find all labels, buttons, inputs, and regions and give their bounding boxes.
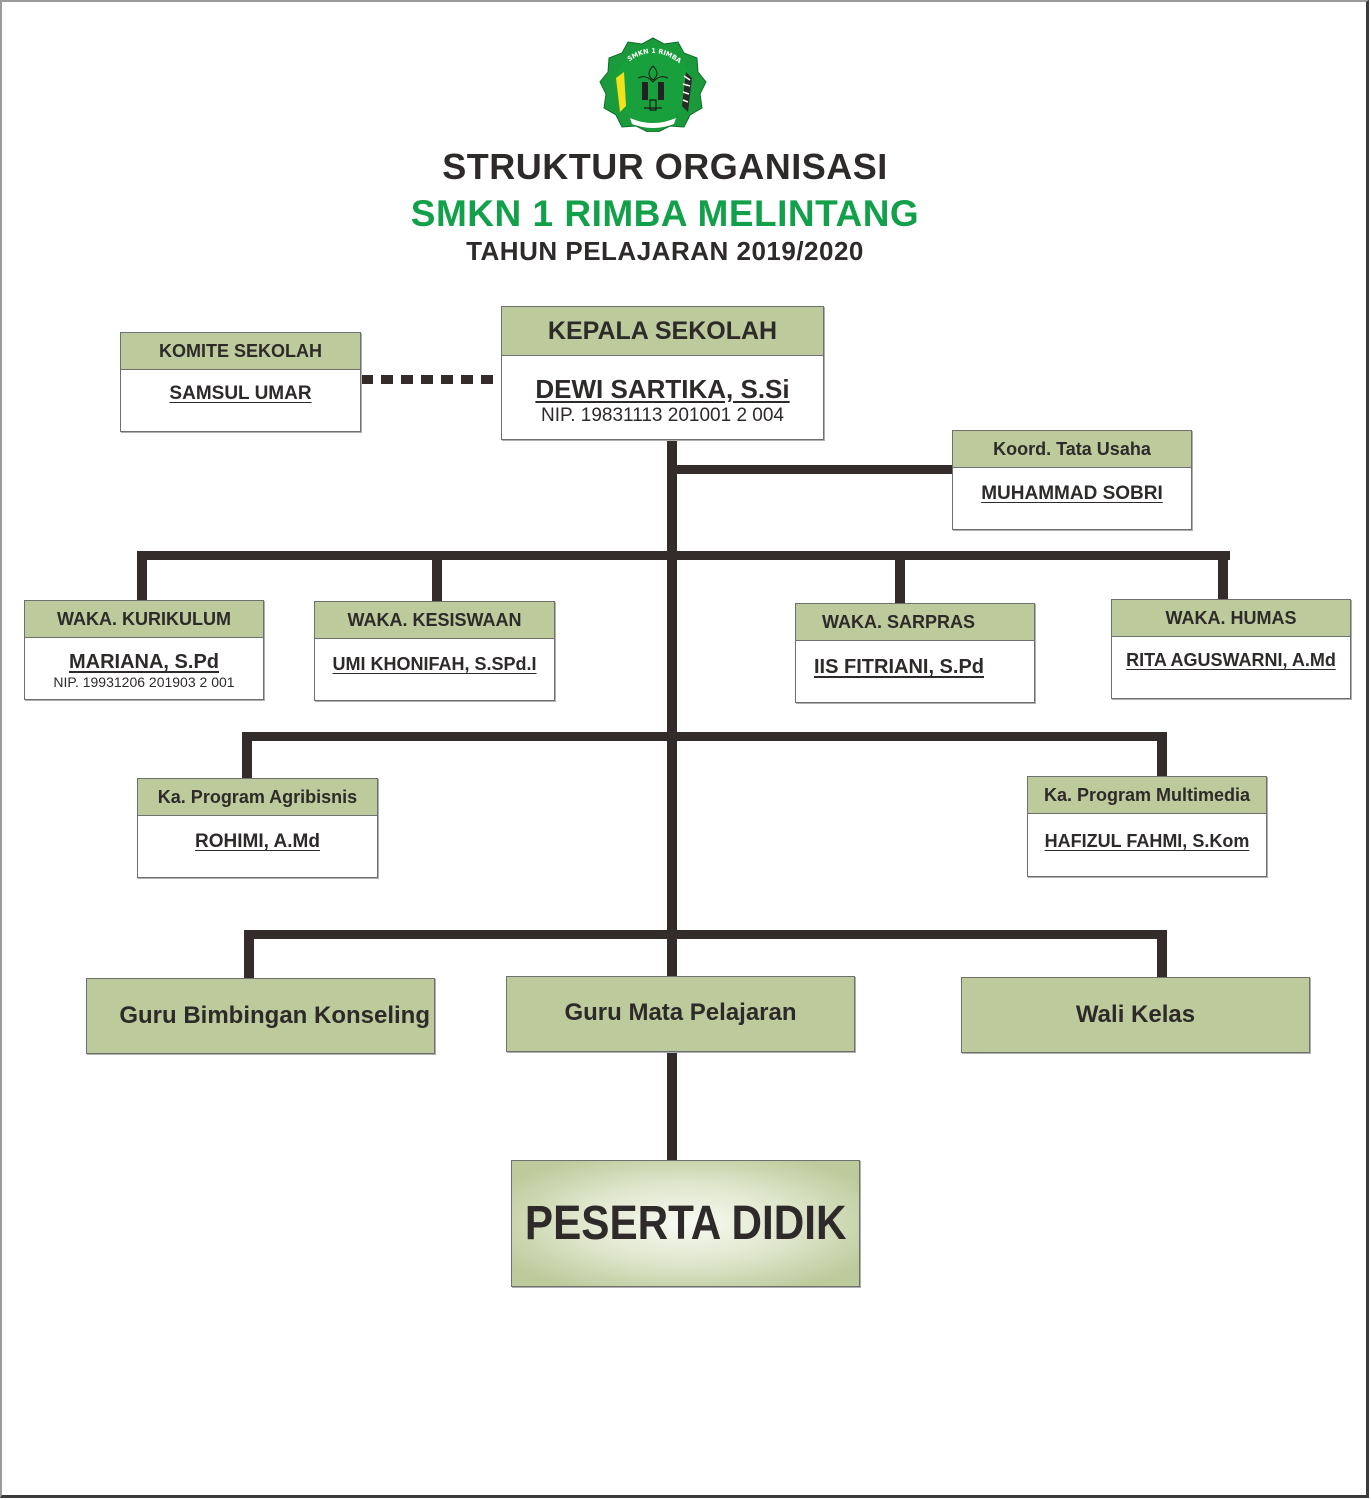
tata-usaha-connector: [677, 465, 953, 474]
node-peserta-didik[interactable]: PESERTA DIDIK: [511, 1160, 860, 1287]
node-waka-humas[interactable]: WAKA. HUMAS RITA AGUSWARNI, A.Md: [1111, 599, 1351, 699]
multimedia-drop: [1157, 732, 1167, 777]
node-title: WAKA. SARPRAS: [796, 604, 1034, 641]
node-wali-kelas[interactable]: Wali Kelas: [961, 977, 1310, 1053]
node-title: KOMITE SEKOLAH: [121, 333, 360, 370]
node-person-name: DEWI SARTIKA, S.Si: [535, 374, 790, 404]
academic-year: TAHUN PELAJARAN 2019/2020: [466, 236, 864, 266]
node-waka-sarpras[interactable]: WAKA. SARPRAS IIS FITRIANI, S.Pd: [795, 603, 1035, 703]
node-waka-kurikulum[interactable]: WAKA. KURIKULUM MARIANA, S.Pd NIP. 19931…: [24, 600, 264, 700]
node-komite-sekolah[interactable]: KOMITE SEKOLAH SAMSUL UMAR: [120, 332, 361, 432]
node-person-name: SAMSUL UMAR: [169, 383, 312, 404]
node-nip: NIP. 19831113 201001 2 004: [540, 405, 784, 426]
node-ka-program-multimedia[interactable]: Ka. Program Multimedia HAFIZUL FAHMI, S.…: [1027, 776, 1267, 877]
chart-title: STRUKTUR ORGANISASI: [442, 146, 888, 187]
node-person-name: RITA AGUSWARNI, A.Md: [1126, 650, 1336, 670]
node-guru-mata-pelajaran[interactable]: Guru Mata Pelajaran: [506, 976, 855, 1052]
node-title: Guru Mata Pelajaran: [564, 999, 797, 1026]
school-name: SMKN 1 RIMBA MELINTANG: [410, 193, 920, 234]
guru-branch-line: [244, 930, 1167, 939]
program-branch-line: [242, 732, 1167, 741]
node-title: WAKA. KURIKULUM: [25, 601, 263, 638]
node-person-name: IIS FITRIANI, S.Pd: [814, 656, 985, 678]
node-koord-tata-usaha[interactable]: Koord. Tata Usaha MUHAMMAD SOBRI: [952, 430, 1192, 530]
node-guru-bimbingan-konseling[interactable]: Guru Bimbingan Konseling: [86, 978, 435, 1054]
main-trunk-line: [667, 440, 677, 1160]
node-nip: NIP. 19931206 201903 2 001: [53, 674, 235, 690]
node-waka-kesiswaan[interactable]: WAKA. KESISWAAN UMI KHONIFAH, S.SPd.I: [314, 601, 555, 701]
waka-branch-line: [137, 551, 1230, 560]
node-title: Koord. Tata Usaha: [953, 431, 1191, 468]
node-title: Ka. Program Multimedia: [1028, 777, 1266, 814]
node-person-name: UMI KHONIFAH, S.SPd.I: [332, 654, 537, 674]
node-person-name: HAFIZUL FAHMI, S.Kom: [1044, 831, 1250, 851]
node-title: Wali Kelas: [1075, 1001, 1196, 1028]
node-person-name: ROHIMI, A.Md: [195, 831, 320, 852]
wali-kelas-drop: [1157, 930, 1167, 978]
node-title: Guru Bimbingan Konseling: [119, 1002, 430, 1029]
agribisnis-drop: [242, 732, 252, 779]
node-person-name: MARIANA, S.Pd: [69, 651, 219, 673]
node-title: KEPALA SEKOLAH: [502, 307, 823, 356]
node-title: PESERTA DIDIK: [524, 1197, 847, 1250]
node-person-name: MUHAMMAD SOBRI: [981, 483, 1163, 504]
node-kepala-sekolah[interactable]: KEPALA SEKOLAH DEWI SARTIKA, S.Si NIP. 1…: [501, 306, 824, 440]
guru-bk-drop: [244, 930, 254, 978]
komite-dotted-connector: [361, 375, 501, 384]
node-title: WAKA. HUMAS: [1112, 600, 1350, 637]
waka-sarpras-drop: [895, 551, 905, 603]
waka-kurikulum-drop: [137, 551, 147, 600]
node-ka-program-agribisnis[interactable]: Ka. Program Agribisnis ROHIMI, A.Md: [137, 778, 378, 878]
node-title: WAKA. KESISWAAN: [315, 602, 554, 639]
waka-humas-drop: [1218, 551, 1228, 599]
school-logo: SMKN 1 RIMBA MELINTANG: [598, 36, 707, 132]
node-title: Ka. Program Agribisnis: [138, 779, 377, 816]
waka-kesiswaan-drop: [432, 551, 442, 601]
